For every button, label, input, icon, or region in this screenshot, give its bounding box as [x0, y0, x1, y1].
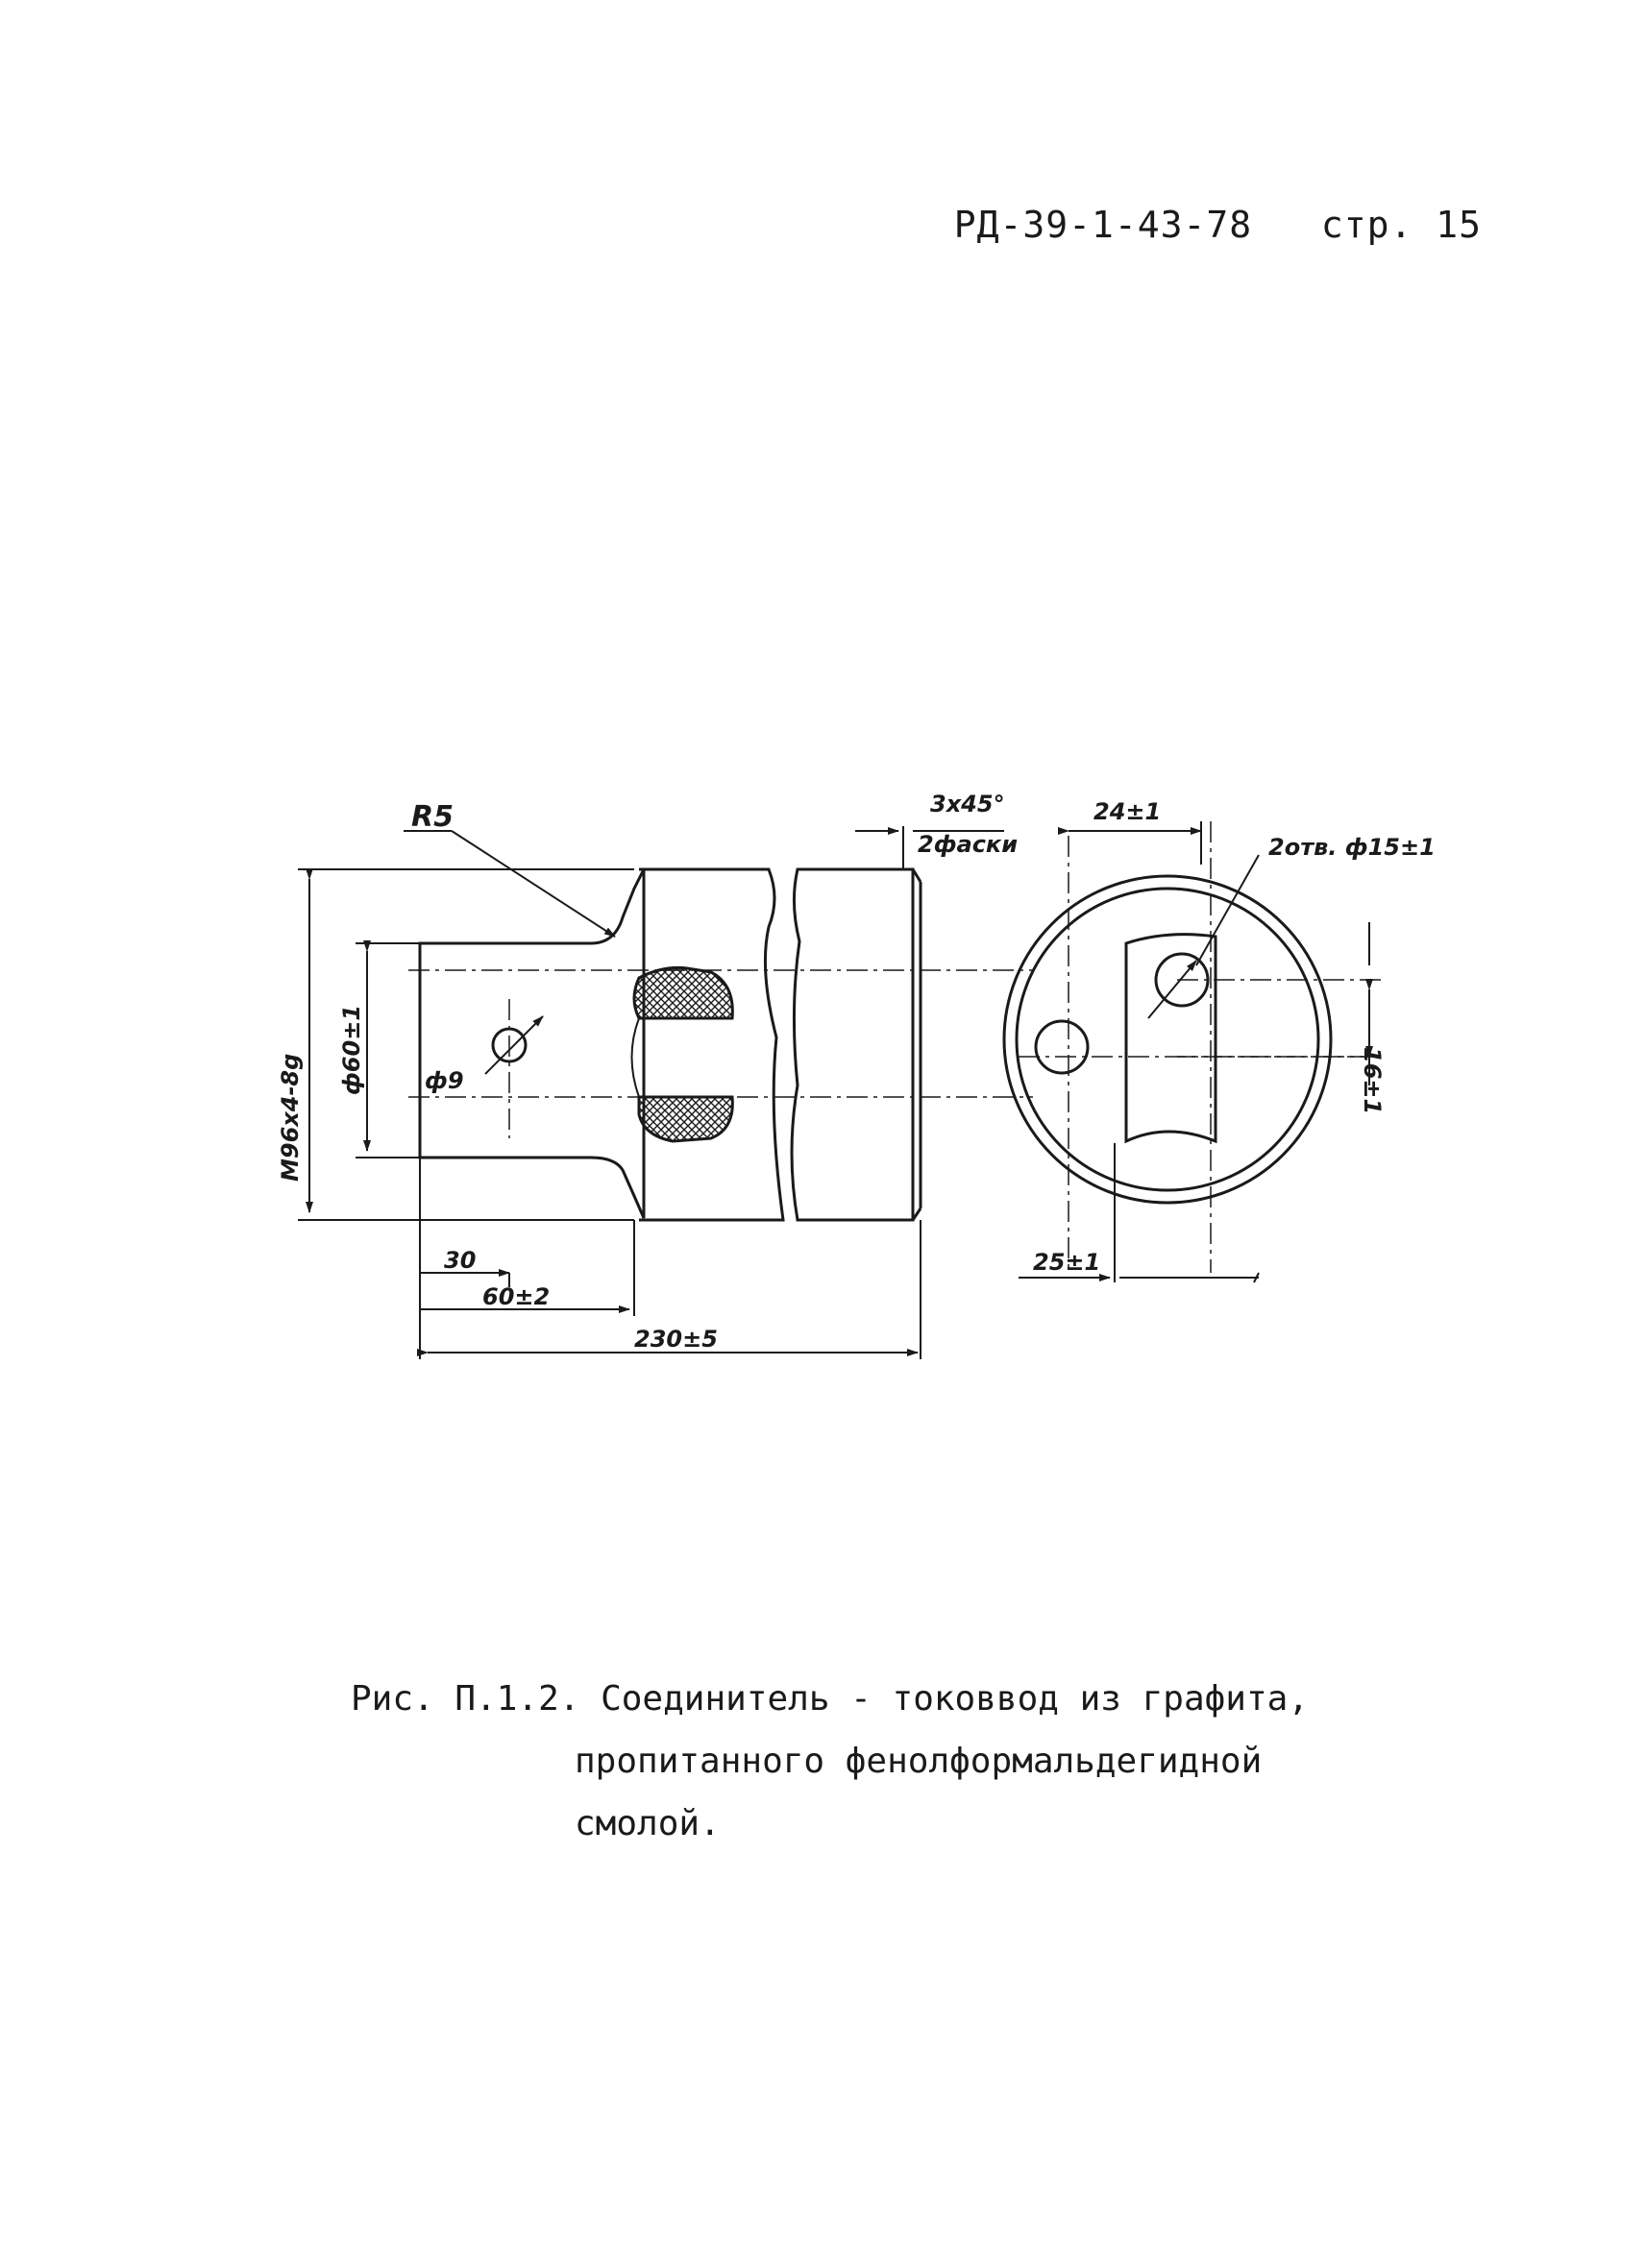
dimension-lines — [298, 821, 1373, 1359]
hole-offset-bottom-label: 25±1 — [1033, 1249, 1100, 1276]
figure-caption-line-1: Рис. П.1.2. Соединитель - токоввод из гр… — [351, 1679, 1309, 1719]
center-lines — [408, 821, 1384, 1273]
page-number: стр. 15 — [1320, 204, 1482, 246]
chamfer-size-label: 3x45° — [930, 791, 1005, 817]
chamfer-note-label: 2фаски — [918, 831, 1018, 858]
length-30-label: 30 — [444, 1247, 476, 1274]
radius-label: R5 — [411, 800, 454, 834]
length-230-label: 230±5 — [634, 1326, 718, 1353]
inner-diameter-label: ф60±1 — [338, 1005, 365, 1095]
hole-offset-top-label: 24±1 — [1093, 798, 1161, 825]
document-code: РД-39-1-43-78 — [953, 204, 1253, 246]
end-view — [1002, 854, 1333, 1205]
length-60-label: 60±2 — [482, 1283, 550, 1310]
figure-caption-line-3: смолой. — [575, 1804, 721, 1843]
thread-label: М96х4-8g — [277, 1054, 304, 1182]
figure-caption-line-2: пропитанного фенолформальдегидной — [575, 1742, 1263, 1781]
side-dim-label: 16±1 — [1359, 1047, 1386, 1114]
document-header: РД-39-1-43-78 стр. 15 — [908, 161, 1482, 246]
holes-note-label: 2отв. ф15±1 — [1268, 834, 1436, 861]
side-view — [418, 867, 922, 1222]
small-hole-label: ф9 — [425, 1067, 464, 1094]
